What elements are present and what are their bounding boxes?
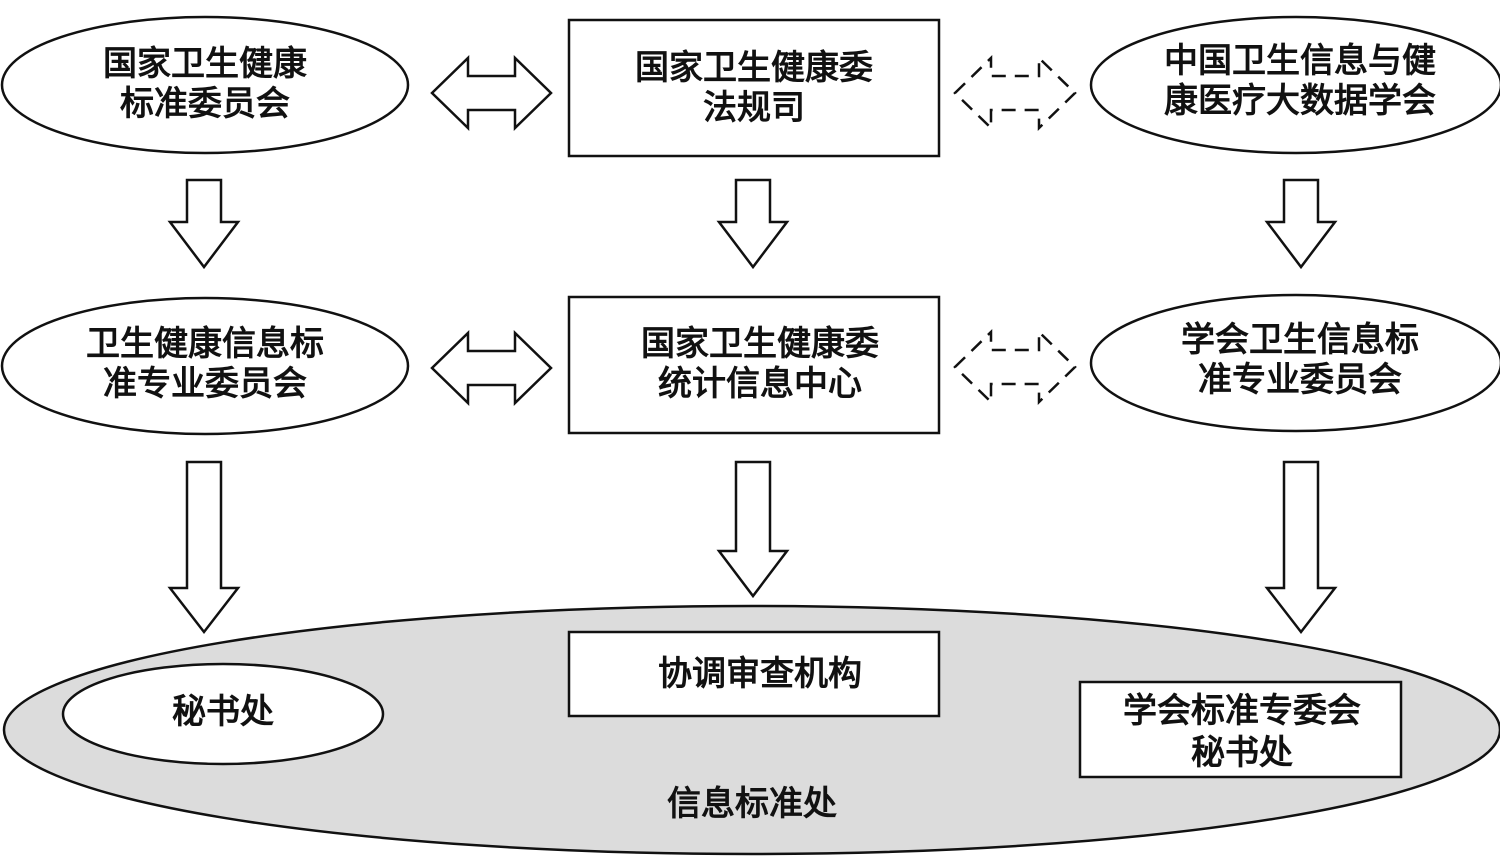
- base-label: 信息标准处: [667, 784, 837, 824]
- base-ellipse-info-standards-office: [2, 604, 1500, 856]
- down-arrow-n2-n5: [716, 178, 790, 270]
- double-arrow-n4-n5: [430, 330, 553, 406]
- node-statistics-info-center: [567, 295, 941, 435]
- node-society-committee-secretariat-line2: 秘书处: [1191, 733, 1293, 773]
- dashed-double-arrow-n5-n6: [953, 329, 1077, 405]
- down-arrow-n3-n6: [1264, 178, 1338, 270]
- node-society-committee-secretariat: [1078, 680, 1403, 779]
- node-review-coordination-body-label: 协调审查机构: [658, 654, 862, 694]
- node-health-standards-committee-line2: 标准委员会: [120, 84, 290, 124]
- node-legal-affairs-dept-line1: 国家卫生健康委: [635, 48, 873, 88]
- node-secretariat: [61, 662, 385, 766]
- down-arrow-n5-n8: [716, 460, 790, 599]
- node-society-info-standards-committee-line2: 准专业委员会: [1198, 360, 1402, 400]
- node-health-info-standards-committee: [0, 296, 410, 436]
- node-society-info-standards-committee-line1: 学会卫生信息标: [1181, 320, 1419, 360]
- double-arrow-n1-n2: [430, 55, 553, 131]
- node-society-info-standards-committee: [1089, 293, 1500, 433]
- node-legal-affairs-dept-line2: 法规司: [703, 88, 805, 128]
- node-health-info-standards-committee-line1: 卫生健康信息标: [86, 324, 324, 364]
- node-society-committee-secretariat-line1: 学会标准专委会: [1123, 691, 1361, 731]
- node-health-standards-committee: [0, 15, 410, 155]
- node-legal-affairs-dept: [567, 18, 941, 158]
- node-health-info-bigdata-society-line2: 康医疗大数据学会: [1164, 81, 1436, 121]
- node-secretariat-label: 秘书处: [172, 692, 274, 732]
- node-statistics-info-center-line1: 国家卫生健康委: [641, 324, 879, 364]
- node-health-standards-committee-line1: 国家卫生健康: [103, 44, 307, 84]
- node-health-info-standards-committee-line2: 准专业委员会: [103, 364, 307, 404]
- node-statistics-info-center-line2: 统计信息中心: [658, 364, 862, 404]
- node-health-info-bigdata-society: [1089, 15, 1500, 155]
- down-arrow-n1-n4: [167, 178, 241, 270]
- dashed-double-arrow-n2-n3: [953, 55, 1077, 131]
- node-health-info-bigdata-society-line1: 中国卫生信息与健: [1164, 41, 1436, 81]
- down-arrow-n6-n9: [1264, 460, 1338, 635]
- node-review-coordination-body: [567, 630, 941, 718]
- down-arrow-n4-n7: [167, 460, 241, 635]
